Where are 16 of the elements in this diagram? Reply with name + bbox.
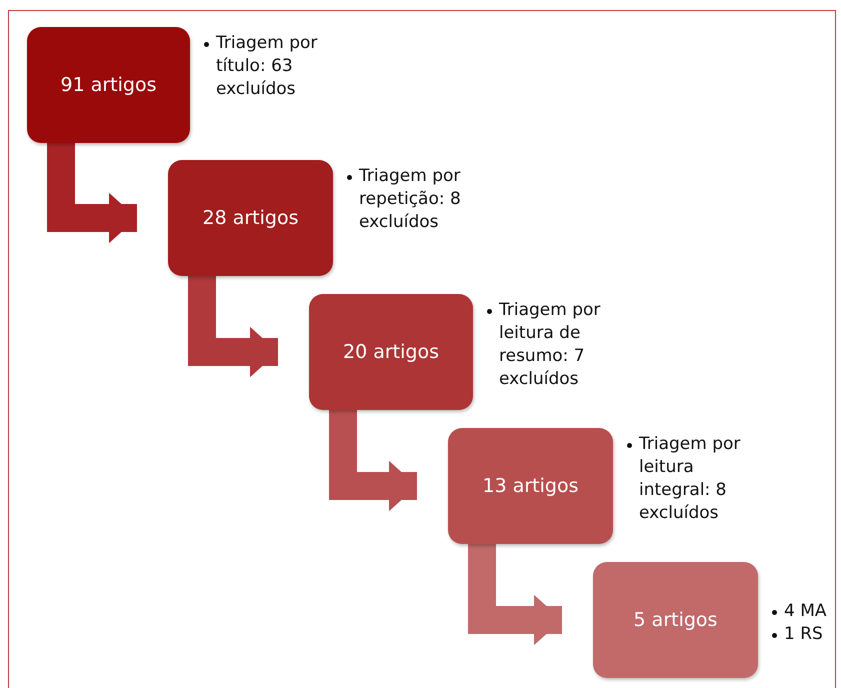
bullet-note: Triagem por leitura integral: 8 excluídos [639, 434, 740, 523]
box-label: 13 artigos [482, 475, 578, 497]
process-box [593, 562, 758, 678]
box-label: 91 artigos [60, 74, 156, 96]
box-label: 28 artigos [202, 207, 298, 229]
process-box [448, 428, 613, 544]
bullet-note: Triagem por leitura de resumo: 7 excluídos [499, 300, 600, 389]
bullet-note: 4 MA [784, 601, 827, 621]
process-box [27, 27, 190, 143]
bullet-note: 1 RS [784, 624, 823, 644]
bullet-note: Triagem por título: 63 excluídos [216, 33, 318, 99]
process-box [168, 160, 333, 276]
box-label: 5 artigos [634, 609, 718, 631]
bullet-note: Triagem por repetição: 8 excluídos [359, 166, 461, 232]
process-box [309, 294, 473, 410]
box-label: 20 artigos [343, 341, 439, 363]
